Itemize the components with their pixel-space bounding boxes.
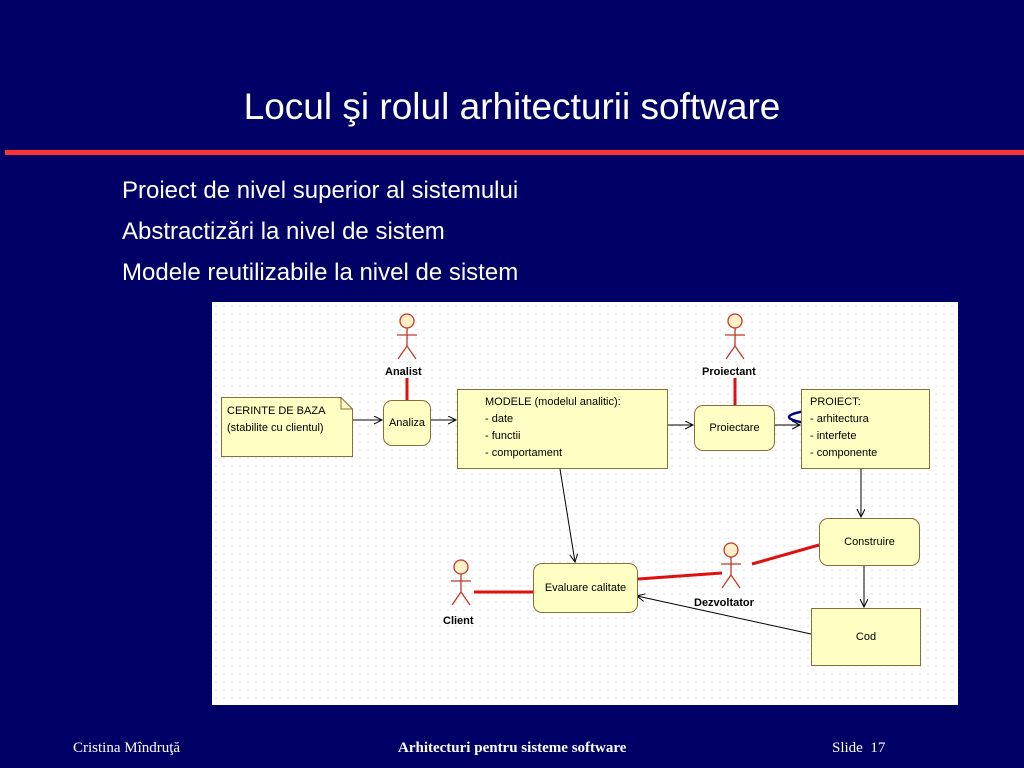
proiect-title: PROIECT: [810, 396, 861, 408]
bullet-list: Proiect de nivel superior al sistemului … [122, 170, 518, 293]
modele-title: MODELE (modelul analitic): [485, 396, 621, 408]
proiectare-box: Proiectare [694, 405, 775, 451]
process-diagram: CERINTE DE BAZA (stabilite cu clientul) … [212, 302, 958, 705]
link-evaluare-dezvoltator [637, 571, 723, 581]
proiect-item: - arhitectura [810, 413, 869, 425]
actor-dezvoltator-icon [721, 542, 741, 589]
construire-box: Construire [819, 518, 920, 566]
actor-proiectant-label: Proiectant [702, 366, 756, 378]
cerinte-note: CERINTE DE BAZA (stabilite cu clientul) [221, 397, 353, 457]
modele-box: MODELE (modelul analitic): - date - func… [457, 389, 668, 469]
modele-item: - comportament [485, 447, 563, 459]
slide-label: Slide [832, 740, 863, 756]
bullet-item: Proiect de nivel superior al sistemului [122, 177, 519, 204]
modele-item: - date [485, 413, 514, 425]
actor-analist-icon [397, 313, 417, 360]
footer-author: Cristina Mîndruţă [73, 740, 181, 756]
evaluare-box: Evaluare calitate [533, 563, 638, 613]
bullet-item: Modele reutilizabile la nivel de sistem [122, 259, 519, 286]
arrow-modele-evaluare [559, 468, 575, 562]
title-underline [5, 150, 1024, 155]
modele-item: - functii [485, 430, 521, 442]
actor-analist-label: Analist [385, 366, 422, 378]
proiect-box: PROIECT: - arhitectura - interfete - com… [801, 389, 930, 469]
cerinte-subtitle: (stabilite cu clientul) [227, 422, 324, 434]
cod-box: Cod [811, 608, 921, 666]
actor-proiectant-icon [725, 313, 745, 360]
footer-course: Arhitecturi pentru sisteme software [398, 740, 627, 756]
actor-client-label: Client [443, 615, 474, 627]
bullet-item: Abstractizări la nivel de sistem [122, 218, 445, 245]
note-shape [221, 397, 353, 457]
proiect-item: - componente [810, 447, 878, 459]
arrow-cod-evaluare [637, 596, 812, 635]
link-dezvoltator-construire [751, 543, 820, 566]
slide-title: Locul şi rolul arhitecturii software [243, 86, 781, 127]
footer-slide: Slide 17 [832, 740, 885, 757]
cerinte-title: CERINTE DE BAZA [227, 405, 326, 417]
slide-number: 17 [870, 740, 886, 756]
actor-client-icon [451, 559, 471, 606]
proiect-item: - interfete [810, 430, 857, 442]
actor-dezvoltator-label: Dezvoltator [694, 597, 754, 609]
analiza-box: Analiza [383, 400, 431, 446]
